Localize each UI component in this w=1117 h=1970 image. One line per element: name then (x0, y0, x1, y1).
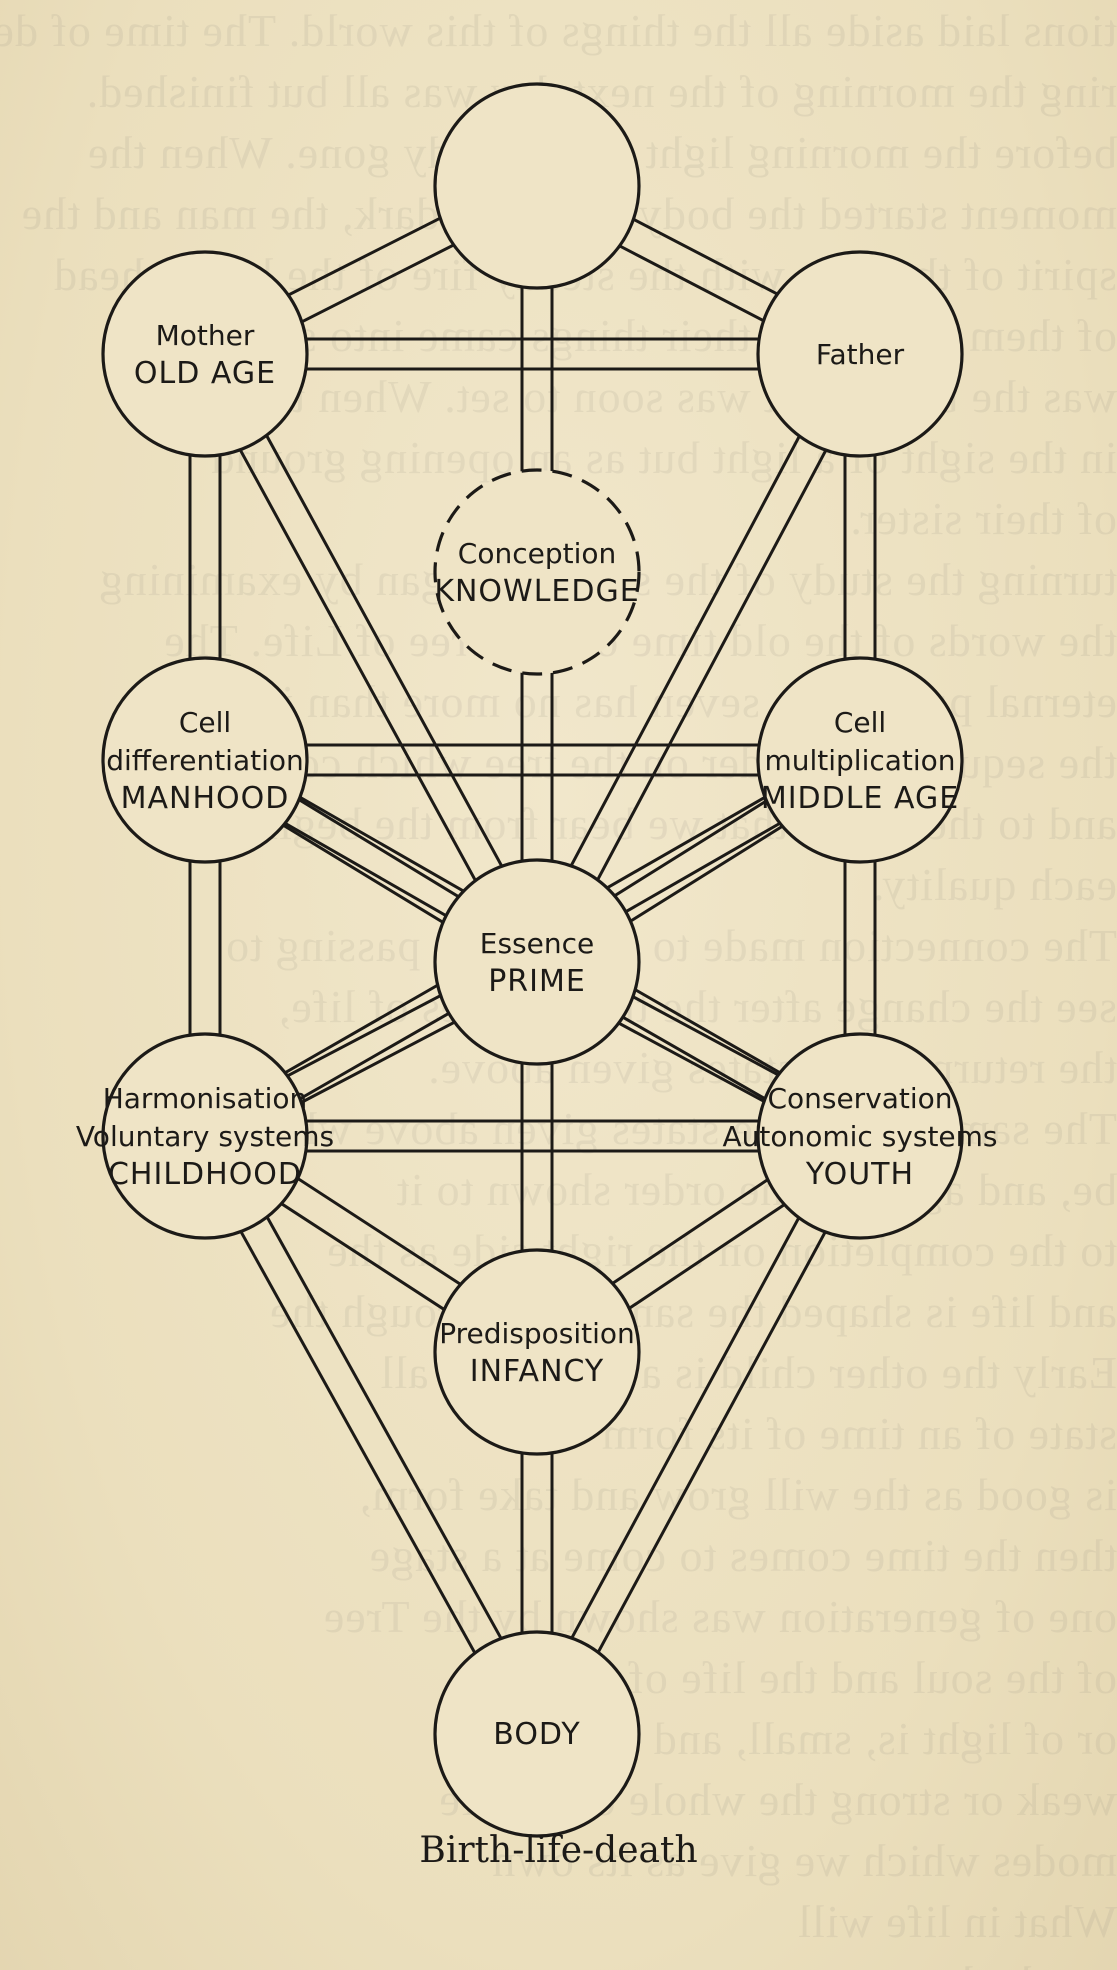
node-label-old-age: Mother (156, 319, 255, 352)
node-label-youth: YOUTH (805, 1157, 914, 1192)
path-childhood-body (216, 1127, 552, 1728)
path-old_age-prime (216, 346, 552, 956)
node-prime (433, 858, 641, 1066)
node-label-prime: PRIME (488, 964, 586, 999)
node-old-age (101, 250, 309, 458)
node-label-prime: Essence (480, 927, 594, 960)
node-label-childhood: Harmonisation (103, 1082, 308, 1115)
node-label-infancy: Predisposition (439, 1317, 635, 1350)
node-label-infancy: INFANCY (470, 1354, 605, 1389)
node-middle-age (756, 656, 964, 864)
path-old_age-prime (190, 360, 526, 970)
node-label-knowledge: KNOWLEDGE (434, 574, 639, 609)
node-label-knowledge: Conception (458, 537, 616, 570)
node-label-middle-age: Cell (834, 706, 886, 739)
node-manhood (101, 656, 309, 864)
node-label-youth: Conservation (767, 1082, 952, 1115)
node-label-old-age: OLD AGE (134, 356, 276, 391)
node-label-manhood: MANHOOD (121, 781, 290, 816)
node-label-middle-age: MIDDLE AGE (761, 781, 959, 816)
node-body (433, 1630, 641, 1838)
path-youth-body (548, 1142, 875, 1742)
node-label-body: BODY (493, 1717, 580, 1752)
path-father-prime (522, 346, 849, 956)
node-label-father: Father (816, 338, 905, 371)
node-label-childhood: CHILDHOOD (108, 1157, 302, 1192)
node-label-manhood: differentiation (106, 744, 304, 777)
node-father (756, 250, 964, 458)
path-father-prime (548, 360, 875, 970)
node-knowledge (433, 468, 641, 676)
node-childhood (101, 1032, 309, 1240)
node-label-childhood: Voluntary systems (76, 1120, 334, 1153)
path-youth-body (522, 1128, 849, 1728)
node-label-middle-age: multiplication (764, 744, 955, 777)
path-childhood-body (190, 1142, 526, 1743)
node-youth (756, 1032, 964, 1240)
node-infancy (433, 1248, 641, 1456)
sephiroth-nodes (101, 82, 964, 1838)
figure-caption: Birth-life-death (419, 1830, 698, 1871)
node-label-manhood: Cell (179, 706, 231, 739)
node-label-youth: Autonomic systems (722, 1120, 997, 1153)
node-top (433, 82, 641, 290)
